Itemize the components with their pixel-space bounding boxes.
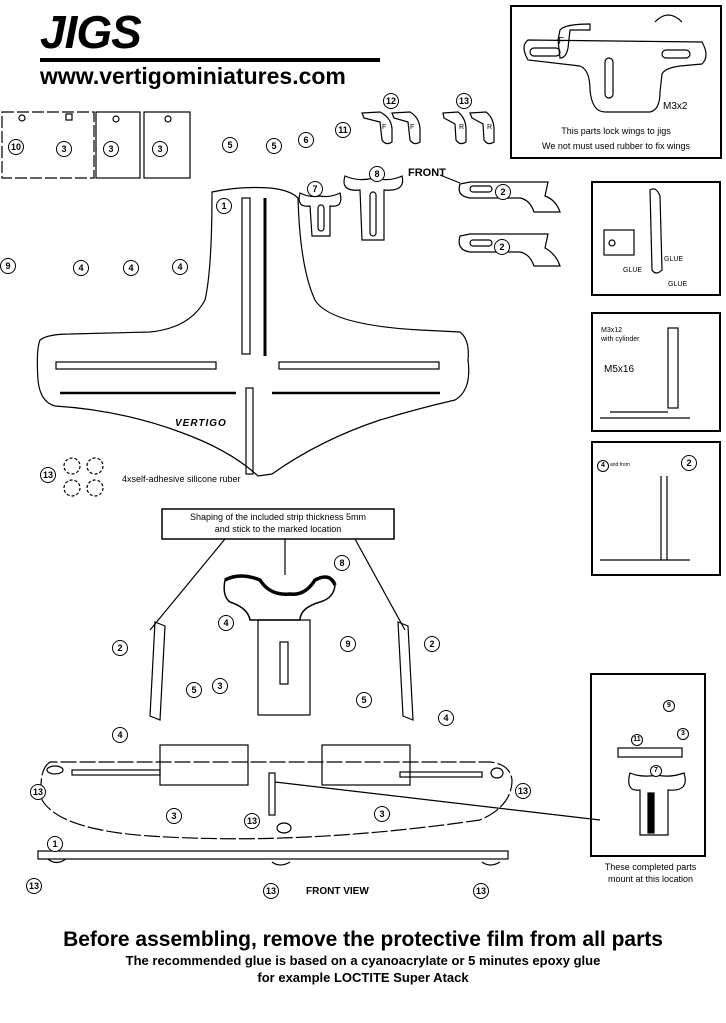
- callout-4: 4: [597, 460, 609, 472]
- website-link[interactable]: www.vertigominiatures.com: [40, 63, 346, 89]
- callout-3: 3: [677, 728, 689, 740]
- wing-letter: R: [487, 124, 493, 131]
- callout-7: 7: [307, 181, 323, 197]
- wing-parts: [361, 111, 495, 145]
- part-sheet-row1: [1, 111, 191, 179]
- callout-13: 13: [244, 813, 260, 829]
- callout-1: 1: [47, 836, 63, 852]
- footer-warning: Before assembling, remove the protective…: [63, 928, 663, 951]
- wing-letter: R: [459, 124, 465, 131]
- screw-label-cylinder: with cylinder: [601, 336, 640, 343]
- callout-4: 4: [438, 710, 454, 726]
- callout-3: 3: [103, 141, 119, 157]
- callout-6: 6: [298, 132, 314, 148]
- callout-8: 8: [369, 166, 385, 182]
- callout-11: 11: [631, 734, 643, 746]
- panel-note-2: We not must used rubber to fix wings: [542, 141, 690, 151]
- callout-9: 9: [340, 636, 356, 652]
- page-title: JIGS: [40, 6, 142, 58]
- mount-caption-1: These completed parts: [604, 862, 697, 872]
- wing-letter: F: [410, 124, 415, 131]
- callout-9: 9: [0, 258, 16, 274]
- glue-label: GLUE: [664, 256, 684, 263]
- callout-13: 13: [263, 883, 279, 899]
- screw-label-m5: M5x16: [604, 364, 635, 375]
- callout-13: 13: [30, 784, 46, 800]
- callout-4: 4: [73, 260, 89, 276]
- callout-5: 5: [186, 682, 202, 698]
- strip-note-1: Shaping of the included strip thickness …: [189, 512, 367, 522]
- callout-5: 5: [356, 692, 372, 708]
- callout-3: 3: [56, 141, 72, 157]
- base-plate-outline: [36, 186, 470, 477]
- callout-9: 9: [663, 700, 675, 712]
- callout-2: 2: [112, 640, 128, 656]
- callout-2: 2: [681, 455, 697, 471]
- callout-13: 13: [40, 467, 56, 483]
- callout-2: 2: [495, 184, 511, 200]
- callout-13: 13: [515, 783, 531, 799]
- callout-13: 13: [26, 878, 42, 894]
- spec-label: M3x2: [663, 101, 688, 112]
- mount-caption-2: mount at this location: [607, 874, 694, 884]
- callout-11: 11: [335, 122, 351, 138]
- rubber-label: 4xself-adhesive silicone ruber: [122, 474, 241, 484]
- wing-letter: F: [382, 124, 387, 131]
- callout-4: 4: [112, 727, 128, 743]
- title-underline: [40, 58, 380, 62]
- callout-8: 8: [334, 555, 350, 571]
- callout-3: 3: [152, 141, 168, 157]
- glue-label: GLUE: [623, 267, 643, 274]
- callout-12: 12: [383, 93, 399, 109]
- footer-example: for example LOCTITE Super Atack: [257, 970, 469, 985]
- strip-note-2: and stick to the marked location: [214, 524, 342, 534]
- callout-2: 2: [494, 239, 510, 255]
- callout-7: 7: [650, 765, 662, 777]
- callout-4: 4: [172, 259, 188, 275]
- part-letter: F: [558, 36, 565, 47]
- callout-3: 3: [374, 806, 390, 822]
- and-from-label: and from: [610, 462, 630, 468]
- callout-4: 4: [123, 260, 139, 276]
- callout-10: 10: [8, 139, 24, 155]
- callout-2: 2: [424, 636, 440, 652]
- glue-label: GLUE: [668, 281, 688, 288]
- callout-13: 13: [473, 883, 489, 899]
- panel-note-1: This parts lock wings to jigs: [561, 126, 671, 136]
- front-view-label: FRONT VIEW: [306, 886, 369, 897]
- callout-13: 13: [456, 93, 472, 109]
- callout-4: 4: [218, 615, 234, 631]
- callout-5: 5: [266, 138, 282, 154]
- callout-1: 1: [216, 198, 232, 214]
- callout-3: 3: [166, 808, 182, 824]
- callout-3: 3: [212, 678, 228, 694]
- screw-label-m3: M3x12: [601, 327, 623, 334]
- footer-glue-note: The recommended glue is based on a cyano…: [125, 953, 601, 968]
- vertigo-logo: VERTIGO: [175, 418, 227, 429]
- callout-5: 5: [222, 137, 238, 153]
- front-label: FRONT: [408, 167, 446, 179]
